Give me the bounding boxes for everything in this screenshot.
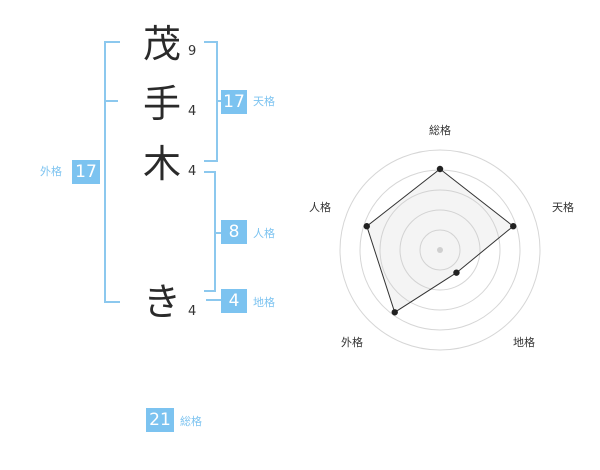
radar-label-soukaku: 総格 [429, 124, 451, 137]
radar-point-jinkaku [363, 223, 370, 230]
jinkaku-bracket [204, 171, 216, 292]
stroke-count-3: 4 [188, 164, 197, 179]
jinkaku-label: 人格 [253, 227, 275, 240]
tenkaku-label: 天格 [253, 95, 275, 108]
radar-label-tenkaku: 天格 [552, 201, 574, 214]
name-char-4: き [142, 280, 181, 324]
gaikaku-connector [104, 100, 118, 102]
jinkaku-value: 8 [221, 220, 247, 244]
radar-ring [399, 209, 481, 291]
stroke-count-4: 4 [188, 304, 197, 319]
tenkaku-connector [216, 100, 221, 102]
jinkaku-connector [214, 232, 221, 234]
gaikaku-label: 外格 [40, 165, 62, 178]
radar-center-dot [437, 247, 443, 253]
radar-point-soukaku [436, 165, 444, 173]
stroke-count-2: 4 [188, 104, 197, 119]
radar-point-chikaku [453, 269, 460, 276]
radar-ring [419, 229, 461, 271]
radar-ring [379, 189, 501, 311]
radar-polygon [366, 168, 514, 314]
name-char-3: 木 [142, 142, 181, 186]
gaikaku-value: 17 [72, 160, 100, 184]
name-char-1: 茂 [142, 22, 181, 66]
radar-label-chikaku: 地格 [513, 336, 535, 349]
tenkaku-value: 17 [221, 90, 247, 114]
chikaku-label: 地格 [253, 296, 275, 309]
soukaku-label: 総格 [180, 415, 202, 428]
gaikaku-bracket [104, 41, 120, 303]
soukaku-value: 21 [146, 408, 174, 432]
radar-label-gaikaku: 外格 [341, 336, 363, 349]
radar-point-tenkaku [510, 223, 517, 230]
radar-points [363, 165, 517, 316]
stroke-count-1: 9 [188, 44, 197, 59]
radar-point-gaikaku [391, 309, 398, 316]
name-char-2: 手 [142, 82, 181, 126]
chikaku-connector [206, 299, 221, 301]
chikaku-value: 4 [221, 289, 247, 313]
radar-label-jinkaku: 人格 [309, 201, 331, 214]
